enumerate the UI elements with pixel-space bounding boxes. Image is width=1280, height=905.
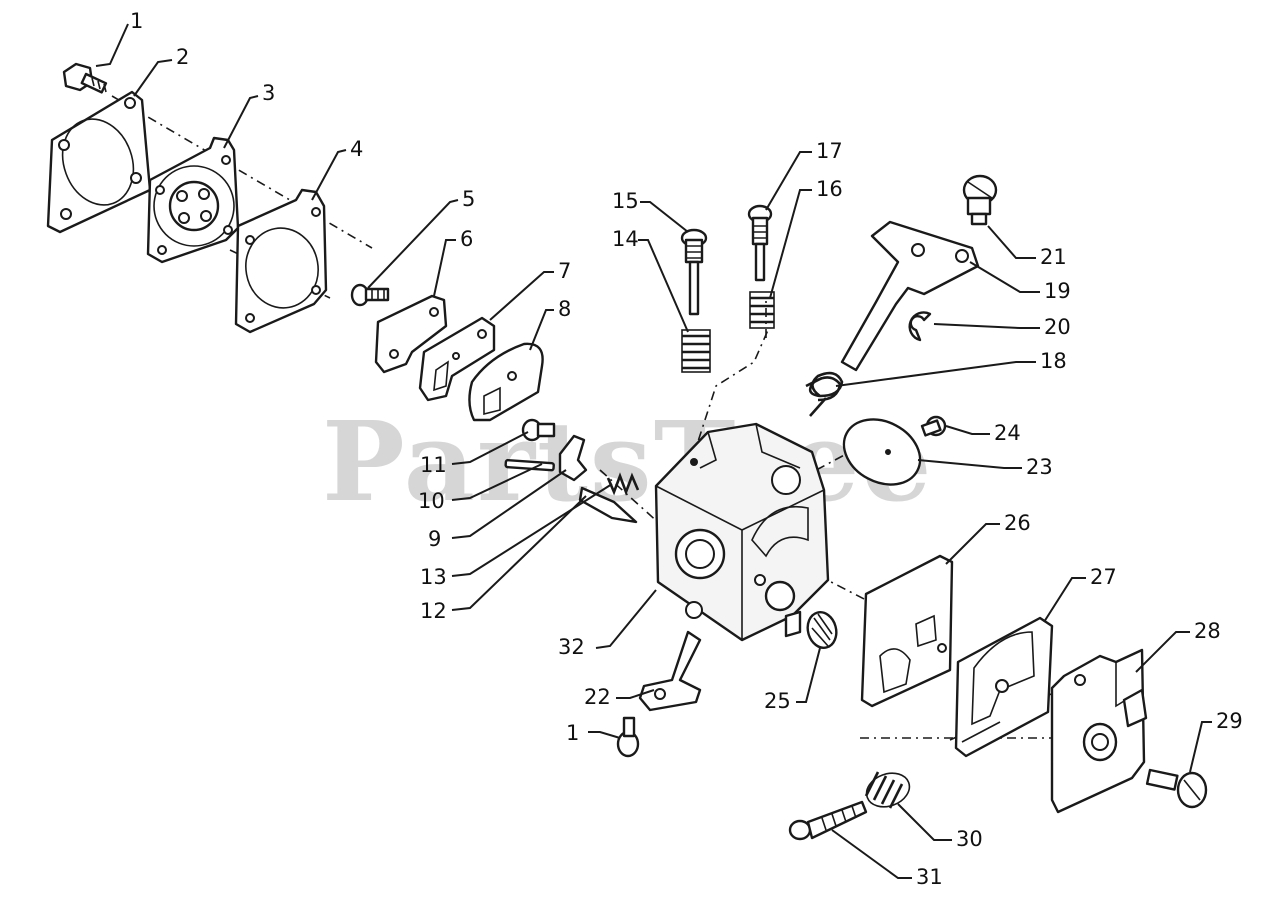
part-3-diaphragm xyxy=(146,136,240,264)
callout-8: 8 xyxy=(558,297,571,321)
part-31-screw xyxy=(788,800,868,841)
callout-32: 32 xyxy=(558,635,585,659)
callout-25: 25 xyxy=(764,689,791,713)
part-18-spring xyxy=(805,371,844,417)
callout-30: 30 xyxy=(956,827,983,851)
callout-3: 3 xyxy=(262,81,275,105)
callout-16: 16 xyxy=(816,177,843,201)
part-11-screw xyxy=(521,418,556,442)
callout-1-bottom: 1 xyxy=(566,721,579,745)
part-5-screw xyxy=(350,283,390,307)
callout-14: 14 xyxy=(612,227,639,251)
part-28-cover xyxy=(1050,648,1148,814)
part-7-plate xyxy=(418,316,496,402)
part-8-plate xyxy=(468,342,544,422)
part-16-spring xyxy=(749,291,775,329)
part-13-spring xyxy=(606,472,640,496)
callout-20: 20 xyxy=(1044,315,1071,339)
callout-18: 18 xyxy=(1040,349,1067,373)
leader-lines xyxy=(95,23,1212,879)
callout-17: 17 xyxy=(816,139,843,163)
part-25-screen xyxy=(806,611,838,649)
callout-24: 24 xyxy=(994,421,1021,445)
callout-15: 15 xyxy=(612,189,639,213)
callout-11: 11 xyxy=(420,453,447,477)
part-19-throttle-shaft xyxy=(840,220,980,372)
part-23-throttle-plate xyxy=(842,418,922,486)
callout-22: 22 xyxy=(584,685,611,709)
callout-6: 6 xyxy=(460,227,473,251)
callout-2: 2 xyxy=(176,45,189,69)
callout-21: 21 xyxy=(1040,245,1067,269)
callout-9: 9 xyxy=(428,527,441,551)
callout-labels: 1 2 3 4 5 6 7 8 9 10 11 12 13 14 15 16 1… xyxy=(130,9,1243,889)
part-1-screw-bottom xyxy=(616,716,640,758)
callout-4: 4 xyxy=(350,137,363,161)
callout-13: 13 xyxy=(420,565,447,589)
part-15-adjusting-screw xyxy=(680,228,708,316)
callout-26: 26 xyxy=(1004,511,1031,535)
callout-27: 27 xyxy=(1090,565,1117,589)
part-1-screw xyxy=(62,62,108,94)
part-20-clip xyxy=(908,311,932,342)
callout-23: 23 xyxy=(1026,455,1053,479)
part-6-plate xyxy=(374,294,448,374)
callout-29: 29 xyxy=(1216,709,1243,733)
callout-1: 1 xyxy=(130,9,143,33)
part-21-screw xyxy=(962,174,998,226)
part-27-gasket xyxy=(954,616,1054,758)
part-32-carburetor-body xyxy=(654,422,830,642)
callout-19: 19 xyxy=(1044,279,1071,303)
watermark-text: PartsTree xyxy=(322,397,934,526)
part-24-screw xyxy=(920,415,947,437)
part-30-spring xyxy=(864,771,911,809)
part-10-pin xyxy=(504,458,555,472)
part-4-gasket xyxy=(234,188,328,334)
part-17-adjusting-screw xyxy=(747,204,773,282)
callout-10: 10 xyxy=(418,489,445,513)
part-22-bracket xyxy=(638,630,702,712)
callout-28: 28 xyxy=(1194,619,1221,643)
part-2-cover-plate xyxy=(46,90,152,234)
callout-7: 7 xyxy=(558,259,571,283)
callout-12: 12 xyxy=(420,599,447,623)
callout-5: 5 xyxy=(462,187,475,211)
part-26-diaphragm xyxy=(860,554,954,708)
callout-31: 31 xyxy=(916,865,943,889)
part-14-spring xyxy=(681,329,711,373)
part-29-screw xyxy=(1145,768,1208,809)
